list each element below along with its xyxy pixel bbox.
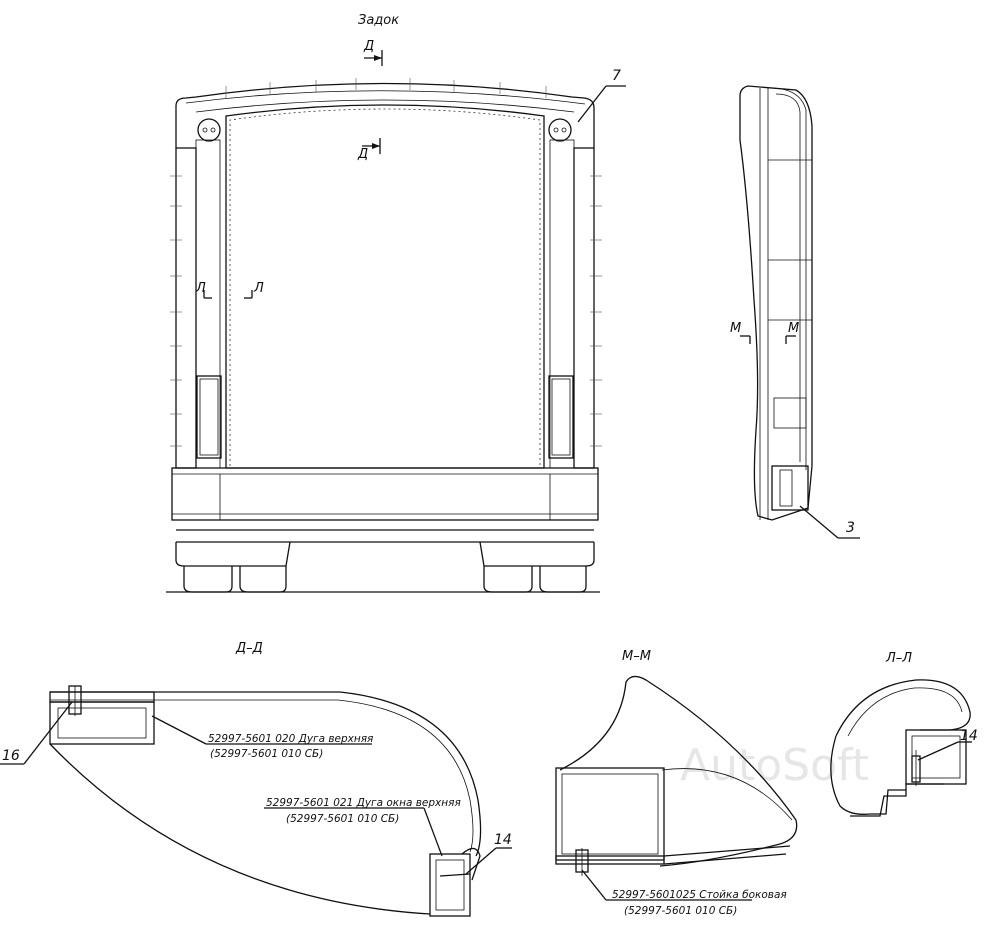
note-upper-arc: 52997-5601 020 Дуга верхняя (52997-5601 …: [151, 715, 373, 760]
callout-7: 7: [577, 68, 626, 123]
section-l-label-right: Л: [253, 281, 264, 296]
section-l-label-left: Л: [195, 281, 206, 296]
watermark: AutoSoft: [680, 740, 869, 791]
side-view: М М 3: [730, 85, 860, 539]
callout-3-label: 3: [846, 520, 855, 536]
side-bracket: [771, 465, 809, 511]
wheel-left: [183, 566, 287, 593]
rear-view: Задок Д Д: [166, 13, 626, 593]
section-l-marker: Л Л: [195, 281, 264, 299]
side-profile: [739, 85, 813, 521]
section-ll: Л–Л 14: [830, 651, 978, 817]
note-window-arc-line2: (52997-5601 010 СБ): [286, 813, 399, 825]
pillar-profile-ll: [905, 729, 967, 785]
rear-lamp-left: [196, 375, 222, 459]
window-arc-profile: [429, 853, 471, 917]
callout-14-ll: 14: [917, 728, 978, 761]
section-d-marker-mid: Д: [357, 138, 381, 162]
rear-lamp-right: [548, 375, 574, 459]
section-m-label-left: М: [730, 321, 741, 336]
section-m-label-right: М: [788, 321, 799, 336]
note-upper-arc-line1: 52997-5601 020 Дуга верхняя: [208, 733, 373, 745]
corner-lamp-left: [197, 118, 221, 142]
callout-7-label: 7: [612, 68, 621, 84]
pillar-skin-mm: [559, 675, 798, 867]
rear-view-title: Задок: [358, 13, 399, 28]
callout-14-dd: 14: [465, 832, 512, 875]
section-dd-title: Д–Д: [235, 641, 263, 656]
note-side-post-line1: 52997-5601025 Стойка боковая: [612, 889, 787, 901]
side-post-profile: [555, 767, 665, 861]
section-dd: Д–Д 16 52997-5601 020 Дуга верхняя (5299…: [0, 641, 512, 917]
door-opening: [225, 104, 545, 469]
wheel-right: [483, 566, 587, 593]
note-window-arc: 52997-5601 021 Дуга окна верхняя (52997-…: [264, 797, 461, 857]
upper-arc-profile: [49, 701, 155, 745]
note-side-post-line2: (52997-5601 010 СБ): [624, 905, 737, 917]
rear-frame-outline: [175, 82, 595, 148]
pillar-skin-ll: [835, 679, 971, 737]
corner-lamp-right: [548, 118, 572, 142]
section-ll-title: Л–Л: [885, 651, 912, 666]
callout-16-label: 16: [2, 748, 20, 764]
section-d-marker-top: Д: [363, 39, 383, 66]
callout-14-dd-label: 14: [494, 832, 512, 848]
section-mm-title: М–М: [622, 649, 651, 664]
section-d-label-mid: Д: [357, 147, 368, 162]
note-upper-arc-line2: (52997-5601 010 СБ): [210, 748, 323, 760]
bumper: [171, 467, 599, 521]
note-side-post: 52997-5601025 Стойка боковая (52997-5601…: [581, 869, 787, 917]
section-m-marker: М М: [730, 321, 799, 344]
note-window-arc-line1: 52997-5601 021 Дуга окна верхняя: [266, 797, 461, 809]
callout-3: 3: [799, 505, 860, 539]
roof-skin-dd: [50, 691, 482, 857]
callout-16: 16: [0, 701, 73, 765]
section-mm: М–М 52997-5601025 Стойка боковая (52997-…: [555, 649, 798, 917]
callout-14-ll-label: 14: [960, 728, 978, 744]
section-d-label-top: Д: [363, 39, 374, 54]
